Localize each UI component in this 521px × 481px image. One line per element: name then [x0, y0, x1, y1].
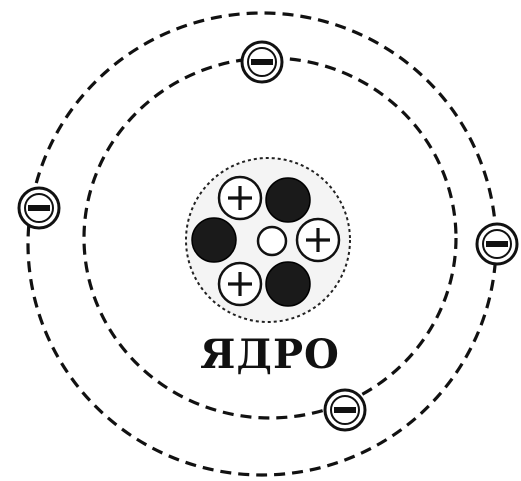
proton: [219, 177, 261, 219]
electron: [242, 42, 282, 82]
electron: [477, 224, 517, 264]
neutron: [192, 218, 236, 262]
electron: [325, 390, 365, 430]
proton: [219, 263, 261, 305]
nucleus: [186, 158, 350, 322]
neutron: [266, 262, 310, 306]
neutron: [266, 178, 310, 222]
proton: [258, 227, 286, 255]
electron: [19, 188, 59, 228]
proton: [297, 219, 339, 261]
nucleus-label: ЯДРО: [200, 331, 340, 378]
